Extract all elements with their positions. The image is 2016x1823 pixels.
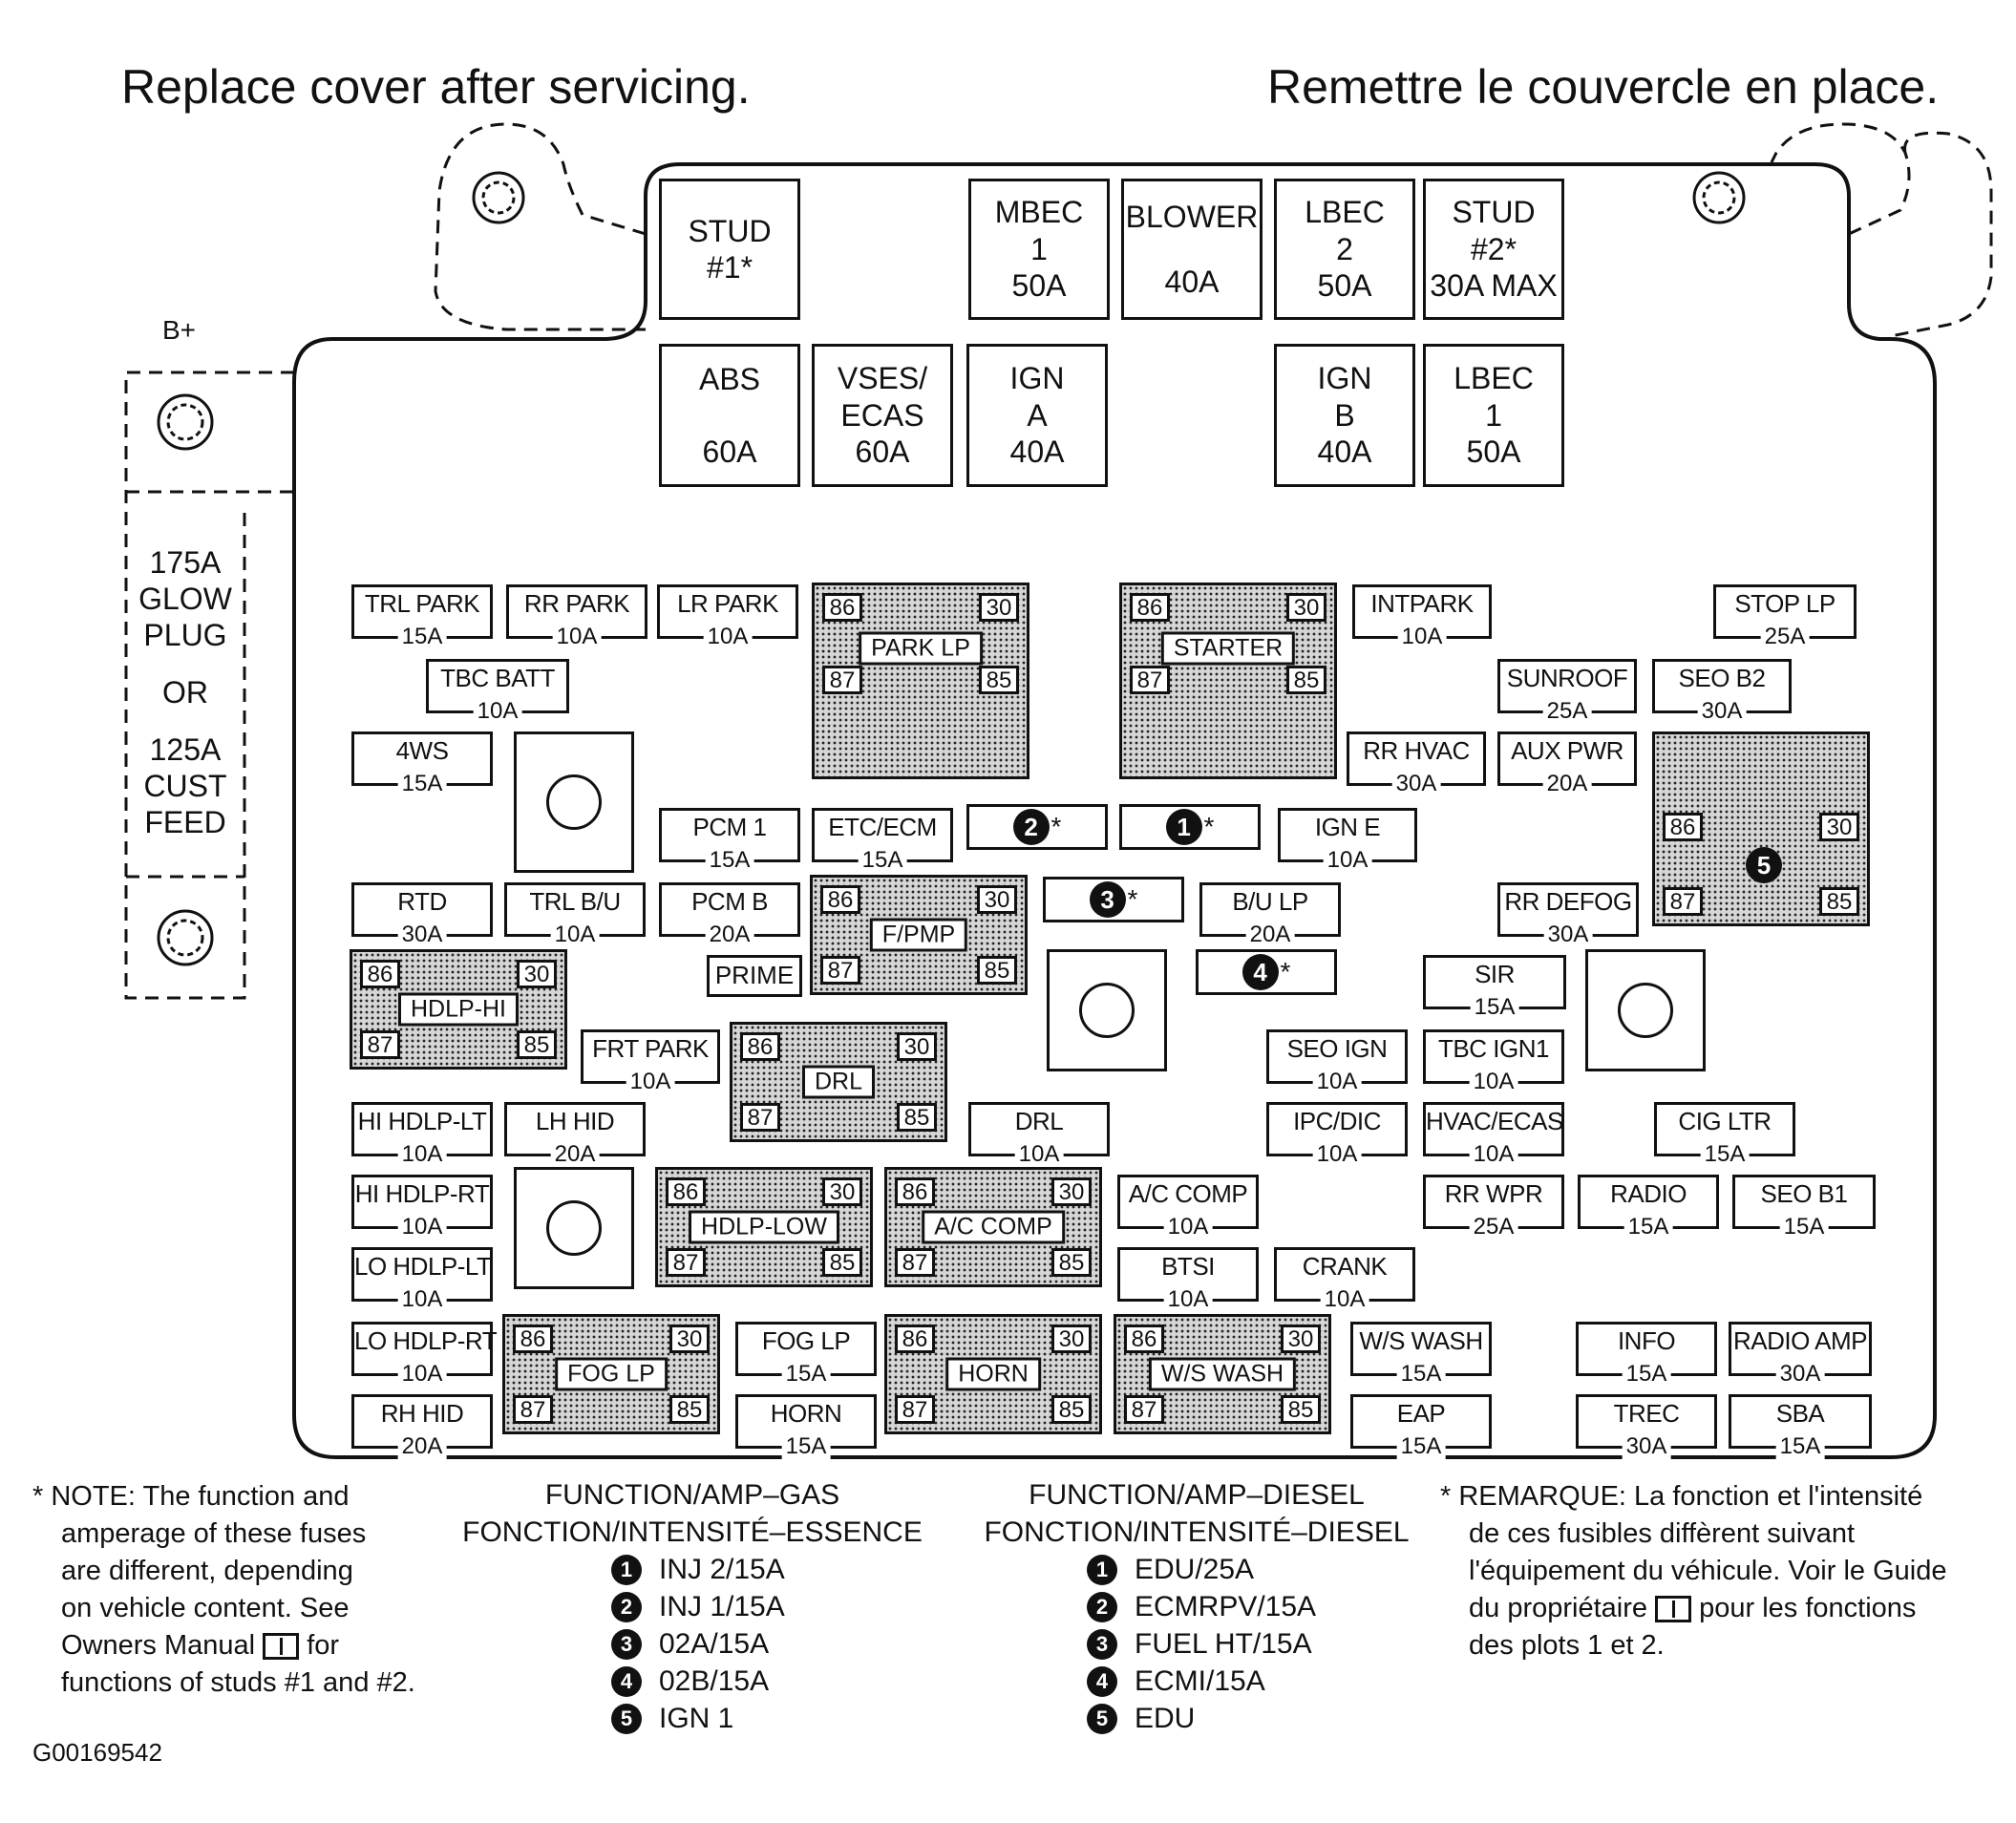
numbered-fuse-1: 1* (1119, 804, 1261, 850)
manual-icon (263, 1633, 300, 1661)
maxi-fuse-stud-2: STUD#2*30A MAX (1423, 179, 1564, 320)
legend-diesel: FUNCTION/AMP–DIESEL FONCTION/INTENSITÉ–D… (984, 1479, 1410, 1734)
b-plus-label: B+ (162, 315, 197, 345)
header-right: Remettre le couvercle en place. (1267, 60, 1940, 114)
manual-icon (1655, 1596, 1692, 1623)
maxi-fuse-stud-1: STUD#1* (659, 179, 800, 320)
prime-connector: PRIME (707, 955, 802, 997)
socket-1 (514, 731, 634, 873)
socket-2 (1047, 949, 1167, 1071)
numbered-fuse-3: 3* (1043, 877, 1184, 922)
note-french: * REMARQUE: La fonction et l'intensité d… (1440, 1481, 1947, 1661)
glow-plug-label: 175A GLOW PLUG OR 125A CUST FEED (138, 545, 232, 839)
figure-id: G00169542 (32, 1738, 162, 1767)
numbered-fuse-2: 2* (966, 804, 1108, 850)
socket-4 (514, 1167, 634, 1289)
header-left: Replace cover after servicing. (121, 60, 751, 114)
socket-3 (1585, 949, 1706, 1071)
numbered-fuse-4: 4* (1196, 949, 1337, 995)
legend-gas: FUNCTION/AMP–GAS FONCTION/INTENSITÉ–ESSE… (462, 1479, 923, 1734)
callout-5: 5 (1746, 847, 1782, 883)
note-english: * NOTE: The function and amperage of the… (32, 1481, 415, 1698)
